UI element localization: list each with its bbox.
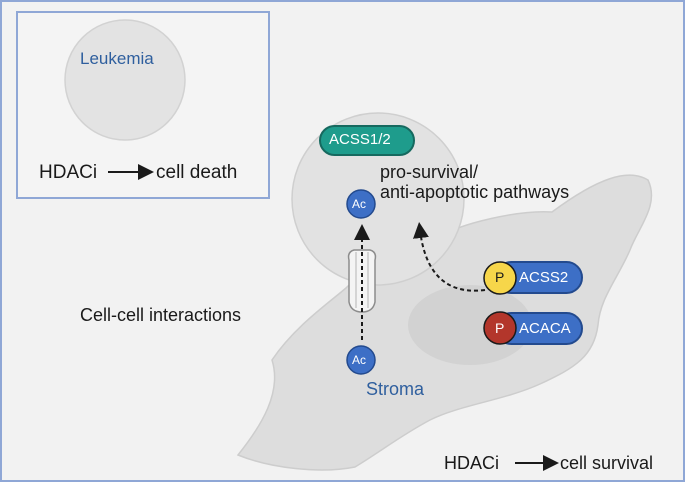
phospho-label-acaca: P	[495, 320, 505, 336]
pathways-line1: pro-survival/	[380, 162, 479, 182]
phospho-label-acss2: P	[495, 269, 505, 285]
leukemia-label: Leukemia	[80, 49, 154, 68]
inset-cell-death-label: cell death	[156, 162, 238, 183]
acss12-pill	[319, 125, 415, 156]
stroma-label: Stroma	[366, 379, 425, 399]
pathways-line2: anti-apoptotic pathways	[380, 182, 570, 202]
cell-cell-interactions-label: Cell-cell interactions	[80, 305, 242, 325]
phospho-circle-acaca	[483, 311, 517, 345]
acss12-label: ACSS1/2	[329, 131, 391, 148]
acetyl-circle-upper	[346, 189, 376, 219]
acetyl-label-lower: Ac	[352, 353, 367, 367]
inset-hdaci-label: HDACi	[39, 162, 98, 183]
acaca-label: ACACA	[519, 320, 571, 337]
acss2-label: ACSS2	[519, 269, 569, 286]
acetyl-circle-lower	[346, 345, 376, 375]
leukemia-cell	[64, 19, 186, 141]
main-hdaci-label: HDACi	[444, 453, 500, 473]
phospho-circle-acss2	[483, 261, 517, 295]
acetyl-label-upper: Ac	[352, 197, 367, 211]
stroma-nucleus	[408, 285, 532, 365]
cell-survival-label: cell survival	[560, 453, 654, 473]
